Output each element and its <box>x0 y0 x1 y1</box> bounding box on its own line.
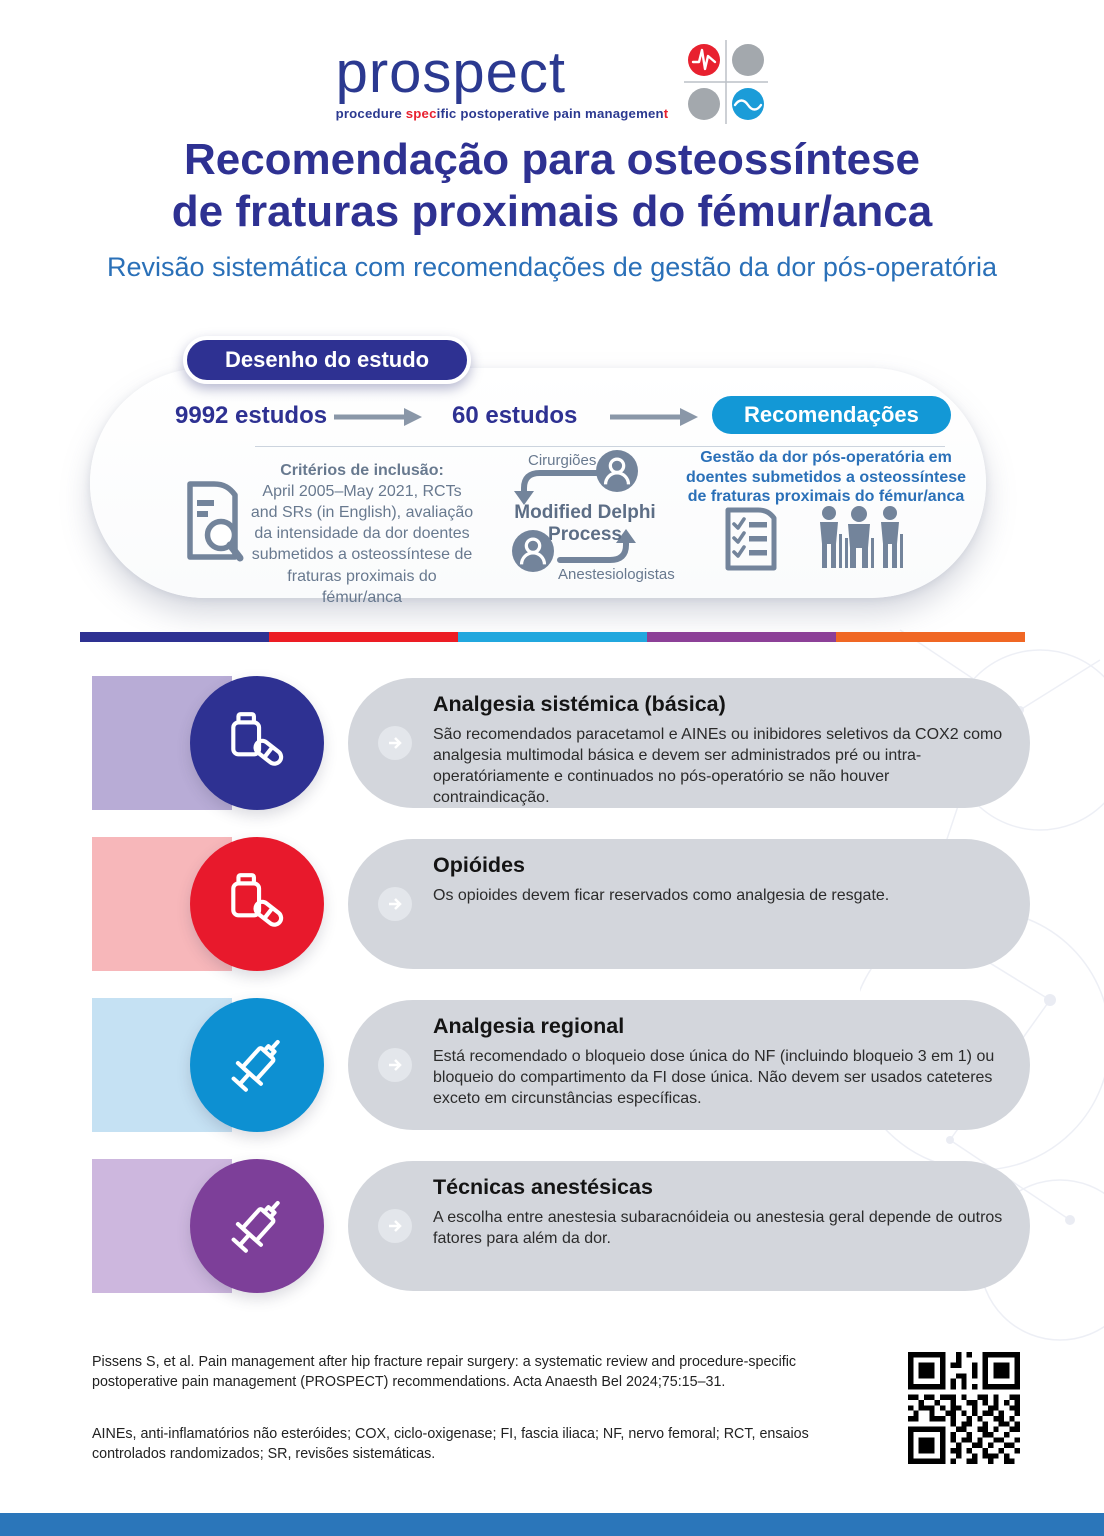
icon-circle <box>190 998 324 1132</box>
syringe-icon <box>231 1200 280 1253</box>
arrow-right-icon <box>334 408 422 426</box>
surgeons-label: Cirurgiões <box>528 452 597 469</box>
surgeon-person-icon <box>596 450 638 492</box>
footer-bar <box>0 1513 1104 1536</box>
logo-wordmark: prospect <box>335 39 567 105</box>
inclusion-criteria-text: April 2005–May 2021, RCTs and SRs (in En… <box>250 483 474 606</box>
divider-segment <box>458 632 647 642</box>
arrow-circle-icon <box>378 1048 412 1082</box>
recommendation-title: Analgesia regional <box>433 1014 625 1038</box>
logo-mark-icon <box>684 40 769 124</box>
recommendation-row: Analgesia sistémica (básica) São recomen… <box>0 676 1104 810</box>
study-divider-line <box>255 446 945 447</box>
flow-middle-count: 60 estudos <box>452 402 578 429</box>
recommendation-row: Opióides Os opioides devem ficar reserva… <box>0 837 1104 971</box>
delphi-process-title: Modified Delphi Process <box>514 502 656 545</box>
recommendation-row: Técnicas anestésicas A escolha entre ane… <box>0 1159 1104 1293</box>
recommendation-card: Analgesia sistémica (básica) São recomen… <box>348 678 1030 808</box>
recommendation-body: São recomendados paracetamol e AINEs ou … <box>433 726 1003 807</box>
arrow-circle-icon <box>378 887 412 921</box>
page-title: Recomendação para osteossíntese de fratu… <box>171 135 933 236</box>
anesthesiologist-person-icon <box>512 530 554 572</box>
anesthesiologists-label: Anestesiologistas <box>558 566 675 583</box>
recommendation-body: Os opioides devem ficar reservados como … <box>433 887 890 904</box>
icon-circle <box>190 676 324 810</box>
recommendation-title: Analgesia sistémica (básica) <box>433 692 726 716</box>
recommendation-title: Técnicas anestésicas <box>433 1175 653 1199</box>
inclusion-criteria-title: Critérios de inclusão: <box>280 462 444 479</box>
arrow-circle-icon <box>378 1209 412 1243</box>
recommendation-card: Analgesia regional Está recomendado o bl… <box>348 1000 1030 1130</box>
delphi-arrows <box>514 470 636 563</box>
icon-circle <box>190 1159 324 1293</box>
abbreviations-text: AINEs, anti-inflamatórios não esteróides… <box>92 1426 809 1463</box>
syringe-icon <box>231 1039 280 1092</box>
pills-icon <box>231 873 284 927</box>
outcome-text: Gestão da dor pós-operatória em doentes … <box>685 449 967 506</box>
divider-segment <box>80 632 269 642</box>
pills-icon <box>231 712 284 766</box>
recommendation-card: Opióides Os opioides devem ficar reserva… <box>348 839 1030 969</box>
divider-segment <box>269 632 458 642</box>
citation-text: Pissens S, et al. Pain management after … <box>92 1354 797 1391</box>
page-subtitle: Revisão sistemática com recomendações de… <box>107 252 997 282</box>
recommendations-pill: Recomendações <box>712 396 951 434</box>
recommendation-body: Está recomendado o bloqueio dose única d… <box>433 1048 995 1108</box>
study-design-badge: Desenho do estudo <box>183 336 472 384</box>
arrow-circle-icon <box>378 726 412 760</box>
divider-segment <box>647 632 836 642</box>
section-divider <box>80 632 1025 642</box>
recommendation-body: A escolha entre anestesia subaracnóideia… <box>433 1209 1003 1248</box>
icon-circle <box>190 837 324 971</box>
divider-segment <box>836 632 1025 642</box>
logo-tagline: procedure specific postoperative pain ma… <box>335 105 669 121</box>
inclusion-criteria: Critérios de inclusão: April 2005–May 20… <box>248 460 476 608</box>
flow-start-count: 9992 estudos <box>175 402 328 429</box>
qr-code <box>908 1352 1020 1464</box>
prospect-logo: prospect procedure specific postoperativ… <box>0 40 1104 124</box>
patients-group-icon <box>820 506 903 568</box>
recommendation-row: Analgesia regional Está recomendado o bl… <box>0 998 1104 1132</box>
checklist-icon <box>725 507 777 571</box>
document-search-icon <box>187 481 244 562</box>
recommendation-title: Opióides <box>433 853 525 877</box>
arrow-right-icon <box>610 408 698 426</box>
recommendation-card: Técnicas anestésicas A escolha entre ane… <box>348 1161 1030 1291</box>
